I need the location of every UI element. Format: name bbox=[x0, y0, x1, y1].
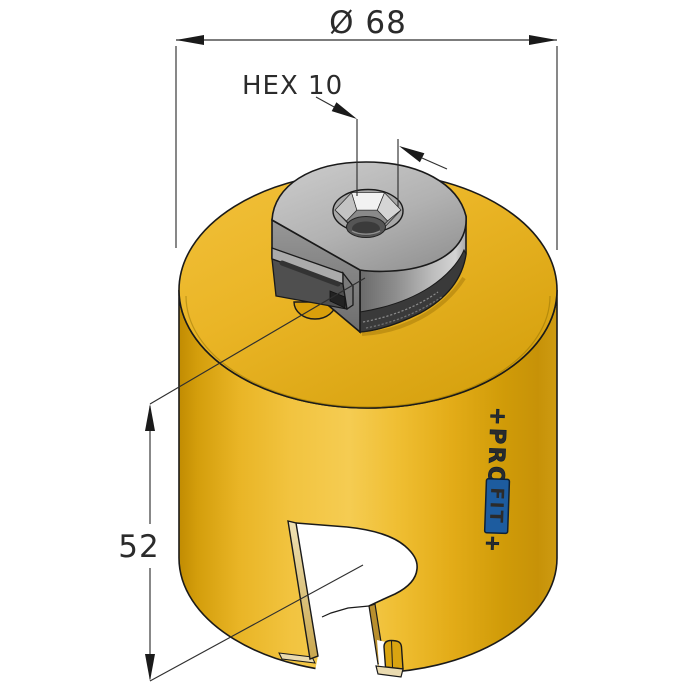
dimension-hex: HEX 10 bbox=[242, 71, 448, 207]
cap-contact-shadow bbox=[361, 276, 466, 336]
hex-label: HEX 10 bbox=[242, 71, 343, 101]
bottom-tip-cut-face bbox=[375, 665, 404, 678]
logo-text-suffix: + bbox=[481, 535, 506, 553]
thread-knurl-line-1 bbox=[362, 291, 439, 323]
profit-logo: +PRO- FIT + bbox=[481, 406, 511, 553]
hex-socket bbox=[332, 188, 404, 238]
depth-ext-line-top bbox=[149, 277, 366, 405]
top-face-chamfer-arc bbox=[185, 295, 551, 408]
rail-channel bbox=[279, 260, 341, 287]
rail-end-face bbox=[342, 271, 354, 311]
cutout-top-edge bbox=[295, 522, 348, 528]
diameter-label: Ø 68 bbox=[329, 5, 407, 41]
dimension-diameter: Ø 68 bbox=[175, 5, 558, 250]
side-cutout bbox=[296, 523, 418, 686]
rail-drive-hole bbox=[329, 290, 346, 309]
hole-saw: +PRO- FIT + bbox=[178, 161, 558, 686]
hex-arrow-right bbox=[399, 146, 425, 163]
hex-arrow-tail bbox=[421, 157, 448, 170]
bore-shadow bbox=[352, 221, 380, 236]
tooth-facet-line bbox=[391, 640, 393, 668]
thread-knurl-line-2 bbox=[365, 295, 444, 329]
diameter-arrow-right bbox=[529, 35, 557, 45]
depth-label: 52 bbox=[118, 529, 159, 565]
logo-fit-box bbox=[483, 477, 511, 535]
cap-thread-band bbox=[359, 248, 467, 333]
logo-text-boxed: FIT bbox=[485, 487, 507, 525]
hex-leader-arrow bbox=[331, 102, 357, 119]
bottom-rim-cut-face bbox=[278, 652, 316, 664]
inner-wall-bottom-edge bbox=[321, 605, 370, 618]
dimension-depth: 52 bbox=[118, 277, 366, 682]
cutout-left-cut-face bbox=[287, 520, 319, 660]
depth-arrow-bottom bbox=[145, 654, 155, 681]
arbor-cap bbox=[271, 161, 467, 334]
carbide-tooth bbox=[383, 639, 404, 670]
diameter-arrow-left bbox=[176, 35, 204, 45]
bore-highlight bbox=[351, 230, 381, 235]
cutout-lobe-edge bbox=[346, 526, 418, 607]
depth-ext-line-bottom bbox=[149, 564, 364, 682]
depth-arrow-top bbox=[145, 404, 155, 431]
hex-leader-line bbox=[315, 96, 337, 109]
